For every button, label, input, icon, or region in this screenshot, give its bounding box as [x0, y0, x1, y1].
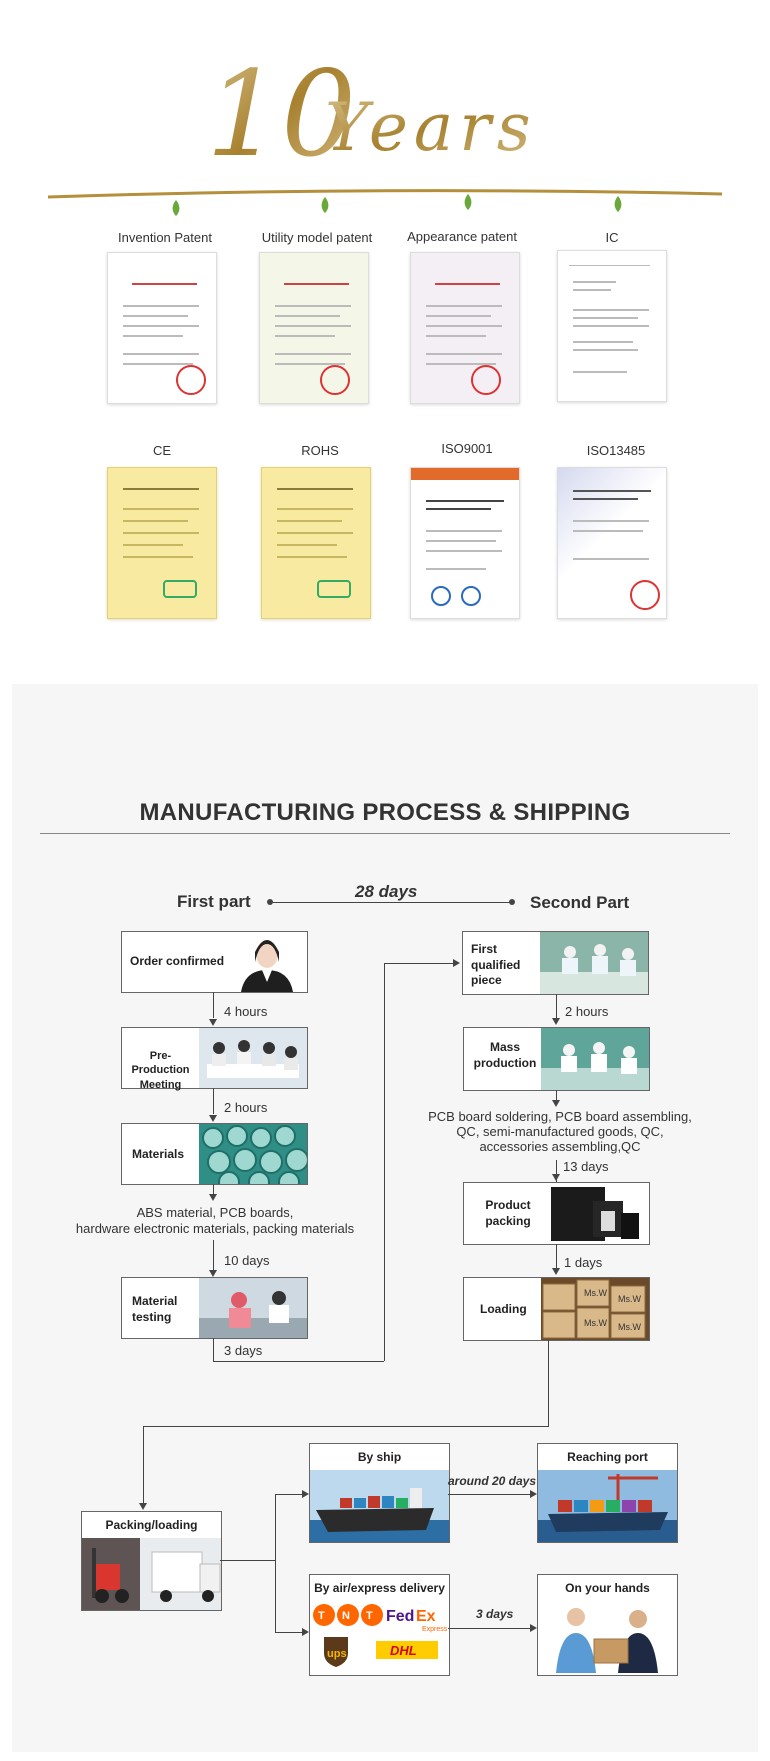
step-pre-production: Pre-Production Meeting — [121, 1027, 308, 1091]
svg-text:T: T — [366, 1610, 373, 1622]
forklift-truck-photo — [82, 1538, 221, 1610]
step-material-testing: Material testing — [121, 1277, 308, 1339]
step-label: Pre-Production Meeting — [131, 1050, 190, 1091]
meeting-photo — [199, 1028, 307, 1088]
factory-photo — [540, 932, 648, 994]
cert-label-ic: IC — [605, 230, 619, 245]
cert-label-invention: Invention Patent — [118, 230, 212, 245]
duration-3-days: 3 days — [224, 1343, 263, 1358]
cargo-ship-photo — [310, 1470, 449, 1542]
tnt-logo: T N T — [313, 1604, 383, 1626]
years-text: Years — [325, 89, 537, 166]
step-label: Mass production — [473, 1040, 537, 1070]
production-line-photo — [541, 1028, 649, 1090]
total-days: 28 days — [355, 882, 418, 901]
cert-label-iso9001: ISO9001 — [441, 441, 493, 456]
first-part-heading: First part — [177, 892, 251, 911]
step-label: Product packing — [485, 1198, 531, 1228]
ten-text: 10 — [206, 45, 356, 183]
step-loading: Loading Ms.W Ms.W Ms.W Ms.W — [463, 1277, 650, 1341]
svg-text:Fed: Fed — [386, 1608, 414, 1625]
testing-photo — [199, 1278, 307, 1338]
air-duration: 3 days — [476, 1607, 514, 1621]
packing-loading-label: Packing/loading — [105, 1518, 198, 1532]
by-ship-label: By ship — [357, 1450, 402, 1464]
ten-years-logo: 10 Years — [47, 45, 723, 216]
title-divider — [40, 833, 730, 834]
on-your-hands-box: On your hands — [537, 1574, 678, 1676]
rohs-certificate — [261, 467, 371, 619]
duration-2-hours: 2 hours — [224, 1100, 268, 1115]
leaf-icon — [172, 200, 180, 216]
courier-logos: T N T Fed Ex Express ups DHL — [313, 1604, 448, 1667]
svg-text:Express: Express — [422, 1626, 448, 1633]
box-label: Ms.W — [584, 1318, 607, 1328]
by-ship-box: By ship — [309, 1443, 450, 1543]
section-title: MANUFACTURING PROCESS & SHIPPING — [139, 799, 631, 826]
reaching-port-box: Reaching port — [537, 1443, 678, 1543]
duration-2-hours-right: 2 hours — [565, 1004, 609, 1019]
step-label: Loading — [480, 1302, 527, 1316]
step-first-qualified: First qualified piece — [462, 931, 649, 995]
dhl-logo: DHL — [376, 1641, 438, 1659]
leaf-icon — [464, 194, 472, 210]
loading-boxes-photo: Ms.W Ms.W Ms.W Ms.W — [541, 1278, 649, 1340]
product-packing-photo — [541, 1183, 649, 1244]
timeline-end-dot — [509, 899, 515, 905]
cert-label-rohs: ROHS — [301, 443, 339, 458]
step-materials: Materials — [121, 1123, 308, 1185]
step-label: Order confirmed — [130, 954, 225, 968]
timeline-line — [270, 902, 512, 903]
duration-4-hours: 4 hours — [224, 1004, 268, 1019]
air-express-label: By air/express delivery — [314, 1581, 445, 1595]
step-label: Materials — [132, 1147, 185, 1161]
gold-branch-line — [47, 189, 723, 199]
header-banner: 10 Years — [0, 0, 770, 230]
packing-loading-box: Packing/loading — [81, 1511, 222, 1611]
cert-label-appearance: Appearance patent — [407, 229, 517, 244]
duration-13-days: 13 days — [563, 1159, 609, 1174]
delivery-handover-photo — [538, 1601, 677, 1673]
ups-logo: ups — [324, 1637, 348, 1667]
ce-certificate — [107, 467, 217, 619]
step-label: First qualified piece — [471, 942, 521, 988]
svg-text:Ex: Ex — [416, 1608, 436, 1625]
cert-label-iso13485: ISO13485 — [586, 443, 646, 458]
invention-patent-certificate — [107, 252, 217, 404]
materials-note: ABS material, PCB boards, hardware elect… — [75, 1205, 355, 1236]
reaching-port-label: Reaching port — [567, 1450, 648, 1464]
on-your-hands-label: On your hands — [565, 1581, 650, 1595]
step-label: Material testing — [132, 1294, 178, 1324]
iso13485-certificate — [557, 467, 667, 619]
duration-10-days: 10 days — [224, 1253, 270, 1268]
fedex-logo: Fed Ex Express — [386, 1608, 448, 1633]
materials-photo — [199, 1124, 307, 1184]
leaf-icon — [614, 196, 622, 212]
production-note: PCB board soldering, PCB board assemblin… — [428, 1109, 692, 1154]
svg-text:T: T — [318, 1610, 325, 1622]
air-express-box: By air/express delivery T N T Fed Ex Exp… — [309, 1574, 450, 1676]
box-label: Ms.W — [618, 1322, 641, 1332]
ship-duration: around 20 days — [448, 1474, 537, 1488]
businesswoman-photo — [225, 932, 307, 992]
duration-1-days: 1 days — [564, 1255, 603, 1270]
step-order-confirmed: Order confirmed — [121, 931, 308, 993]
leaf-icon — [321, 197, 329, 213]
utility-model-certificate — [259, 252, 369, 404]
box-label: Ms.W — [618, 1294, 641, 1304]
port-photo — [538, 1470, 677, 1542]
svg-text:ups: ups — [327, 1648, 347, 1660]
svg-text:N: N — [342, 1610, 350, 1622]
step-mass-production: Mass production — [463, 1027, 650, 1091]
box-label: Ms.W — [584, 1288, 607, 1298]
appearance-patent-certificate — [410, 252, 520, 404]
cert-label-ce: CE — [152, 443, 172, 458]
cert-label-utility: Utility model patent — [261, 230, 373, 245]
second-part-heading: Second Part — [530, 893, 630, 912]
step-product-packing: Product packing — [463, 1182, 650, 1245]
ic-certificate — [557, 250, 667, 402]
leaf-icons — [172, 194, 622, 216]
svg-text:DHL: DHL — [390, 1643, 417, 1658]
iso9001-certificate — [410, 467, 520, 619]
